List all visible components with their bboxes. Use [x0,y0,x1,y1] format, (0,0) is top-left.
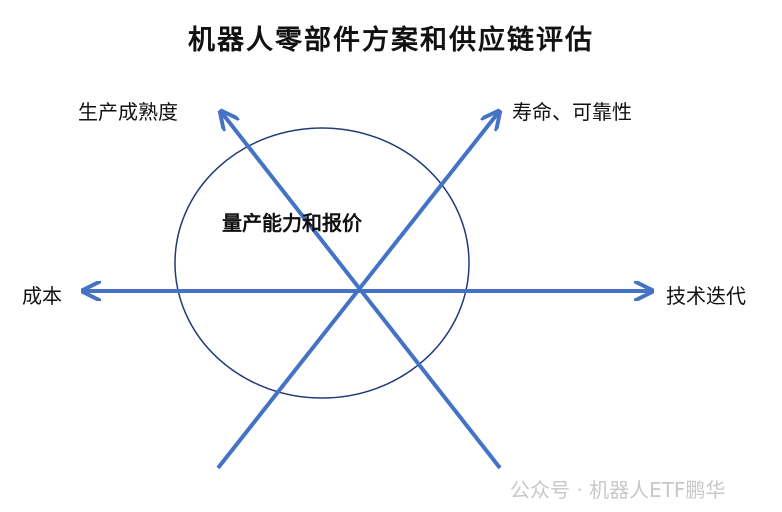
arrow-reliability [216,113,498,470]
axis-label-maturity: 生产成熟度 [78,100,178,124]
diagram-title: 机器人零部件方案和供应链评估 [188,25,594,56]
center-label: 量产能力和报价 [222,211,362,235]
capacity-ellipse [174,127,470,399]
arrow-maturity [222,113,502,470]
axis-label-reliability: 寿命、可靠性 [512,100,632,124]
axis-label-tech: 技术迭代 [666,284,746,308]
watermark: 公众号 · 机器人ETF鹏华 [510,478,726,502]
axis-label-cost: 成本 [22,284,62,308]
